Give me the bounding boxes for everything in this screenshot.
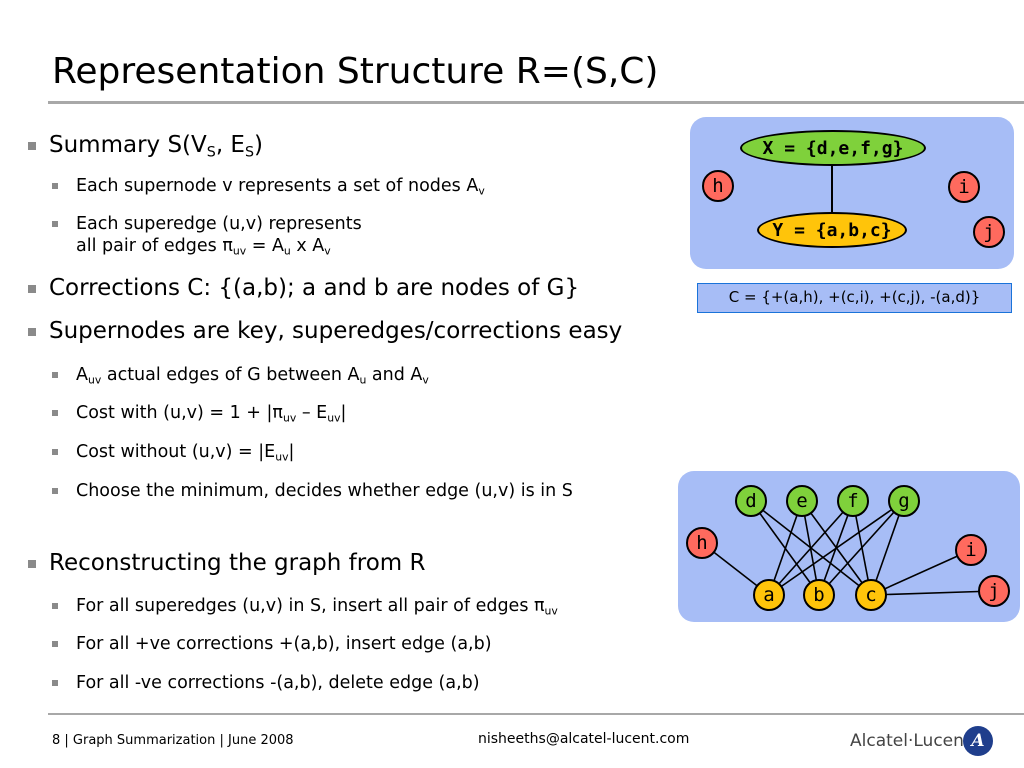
node-g: g [888, 485, 920, 517]
footer-page-info: 8 | Graph Summarization | June 2008 [52, 733, 294, 748]
bullet-marker [52, 641, 58, 647]
node-a: a [753, 579, 785, 611]
bullet-marker [52, 221, 58, 227]
supernode-y: Y = {a,b,c} [757, 212, 907, 248]
edge-f-a [768, 500, 854, 596]
edge-c-j [870, 590, 995, 596]
edge-g-b [818, 500, 905, 596]
node-c: c [855, 579, 887, 611]
bullet-marker [28, 560, 36, 568]
alcatel-lucent-logo-icon: A [963, 726, 993, 756]
node-j: j [978, 575, 1010, 607]
bullet-marker [52, 603, 58, 609]
title-divider [48, 101, 1024, 104]
node-j: j [973, 216, 1005, 248]
supernode-x: X = {d,e,f,g} [740, 130, 926, 166]
node-e: e [786, 485, 818, 517]
node-d: d [735, 485, 767, 517]
corrections-box: C = {+(a,h), +(c,i), +(c,j), -(a,d)} [697, 283, 1012, 313]
node-h: h [702, 170, 734, 202]
node-f: f [837, 485, 869, 517]
bullet-marker [52, 488, 58, 494]
bullet-marker [28, 328, 36, 336]
bullet-marker [52, 183, 58, 189]
node-h: h [686, 527, 718, 559]
edge-c-i [870, 549, 972, 596]
node-i: i [955, 534, 987, 566]
bullet-marker [28, 142, 36, 150]
bullet-marker [28, 285, 36, 293]
slide-title: Representation Structure R=(S,C) [52, 51, 659, 92]
edge-g-a [768, 500, 905, 596]
bullet-marker [52, 410, 58, 416]
footer-email: nisheeths@alcatel-lucent.com [478, 731, 690, 747]
node-b: b [803, 579, 835, 611]
bullet-marker [52, 372, 58, 378]
bullet-marker [52, 449, 58, 455]
logo-text: Alcatel·Lucent [850, 731, 971, 751]
bullet-marker [52, 680, 58, 686]
node-i: i [948, 171, 980, 203]
footer-divider [48, 713, 1024, 715]
